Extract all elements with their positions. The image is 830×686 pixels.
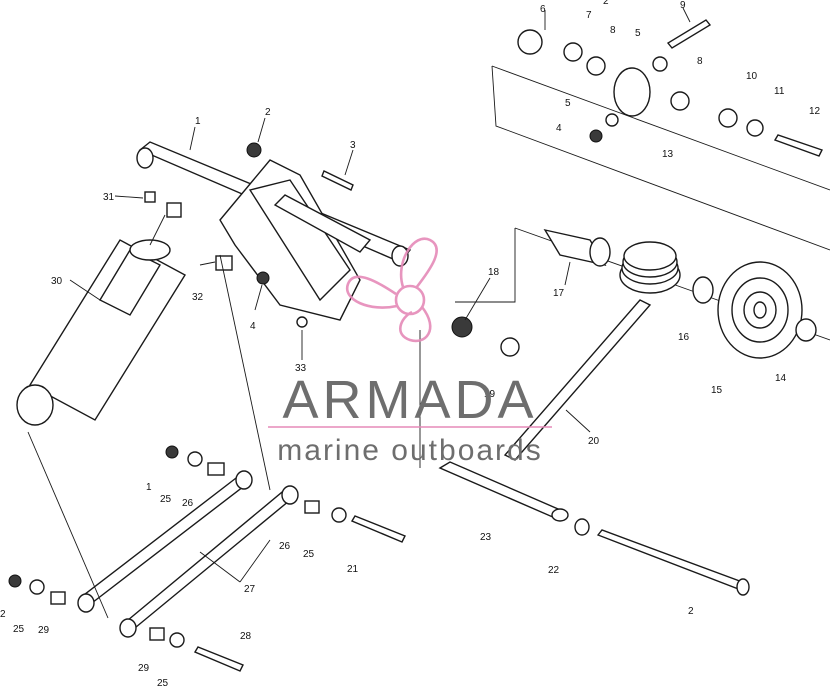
callout-15: 15 [711, 385, 723, 396]
washer-14 [795, 318, 817, 342]
callout-24: 2 [688, 606, 694, 617]
callout-12: 12 [809, 106, 821, 117]
callout-31: 31 [103, 192, 115, 203]
callout-16: 16 [678, 332, 690, 343]
callout-14: 14 [775, 373, 787, 384]
callout-33: 33 [295, 363, 307, 374]
bolt-3 [321, 170, 354, 191]
callout-1-shaft: 1 [195, 116, 201, 127]
callout-2-lowleft: 2 [0, 609, 6, 620]
callout-18: 18 [488, 267, 500, 278]
callout-25-mid: 25 [303, 549, 315, 560]
callout-26-mid: 26 [279, 541, 291, 552]
washer-16 [692, 276, 714, 304]
brand-name: ARMADA [282, 370, 537, 430]
torsion-spring [503, 241, 681, 461]
callout-1-lower: 1 [146, 482, 152, 493]
callout-25-bottom: 25 [157, 678, 169, 686]
idler-wheel [717, 261, 803, 359]
callout-6: 6 [540, 4, 546, 15]
spacer-tube [438, 461, 567, 519]
callout-28: 28 [240, 631, 252, 642]
callout-2-top: 2 [603, 0, 609, 7]
callout-26-upper: 26 [182, 498, 194, 509]
callout-25-upper: 25 [160, 494, 172, 505]
callout-23: 23 [480, 532, 492, 543]
bolt-12 [773, 134, 823, 157]
callout-8-left: 8 [610, 25, 616, 36]
callout-19: 19 [484, 389, 496, 400]
shock-absorber [16, 214, 186, 426]
callout-29-left: 29 [38, 625, 50, 636]
callout-10: 10 [746, 71, 758, 82]
callout-4-center: 4 [250, 321, 256, 332]
bolt-28 [193, 646, 244, 672]
bolt-21 [350, 515, 406, 543]
callout-11: 11 [774, 86, 785, 97]
callout-7: 7 [586, 10, 592, 21]
tie-rods [77, 470, 299, 638]
bolt-9 [666, 19, 712, 49]
callout-5-right: 5 [635, 28, 641, 39]
callout-32: 32 [192, 292, 204, 303]
callout-4-top: 4 [556, 123, 562, 134]
washer-22 [574, 518, 590, 536]
brand-logo-icon [345, 237, 438, 343]
callout-30: 30 [51, 276, 63, 287]
callout-3: 3 [350, 140, 356, 151]
callout-29-bottom: 29 [138, 663, 150, 674]
callout-9: 9 [680, 0, 686, 11]
brand-tagline: marine outboards [277, 434, 542, 467]
leader-lines [27, 7, 691, 619]
callout-27: 27 [244, 584, 256, 595]
callout-25-lowleft: 25 [13, 624, 25, 635]
callout-8-right: 8 [697, 56, 703, 67]
callout-22: 22 [548, 565, 560, 576]
callout-13: 13 [662, 149, 674, 160]
group-outline-top-right [491, 65, 830, 251]
bushing-sleeve-end [589, 237, 611, 267]
callout-21: 21 [347, 564, 359, 575]
front-arm-frame [219, 159, 372, 321]
callout-2-nut: 2 [265, 107, 271, 118]
long-bolt [596, 529, 747, 591]
hardware-small [8, 29, 764, 648]
callout-20: 20 [588, 436, 600, 447]
callout-17: 17 [553, 288, 565, 299]
callout-5-left: 5 [565, 98, 571, 109]
